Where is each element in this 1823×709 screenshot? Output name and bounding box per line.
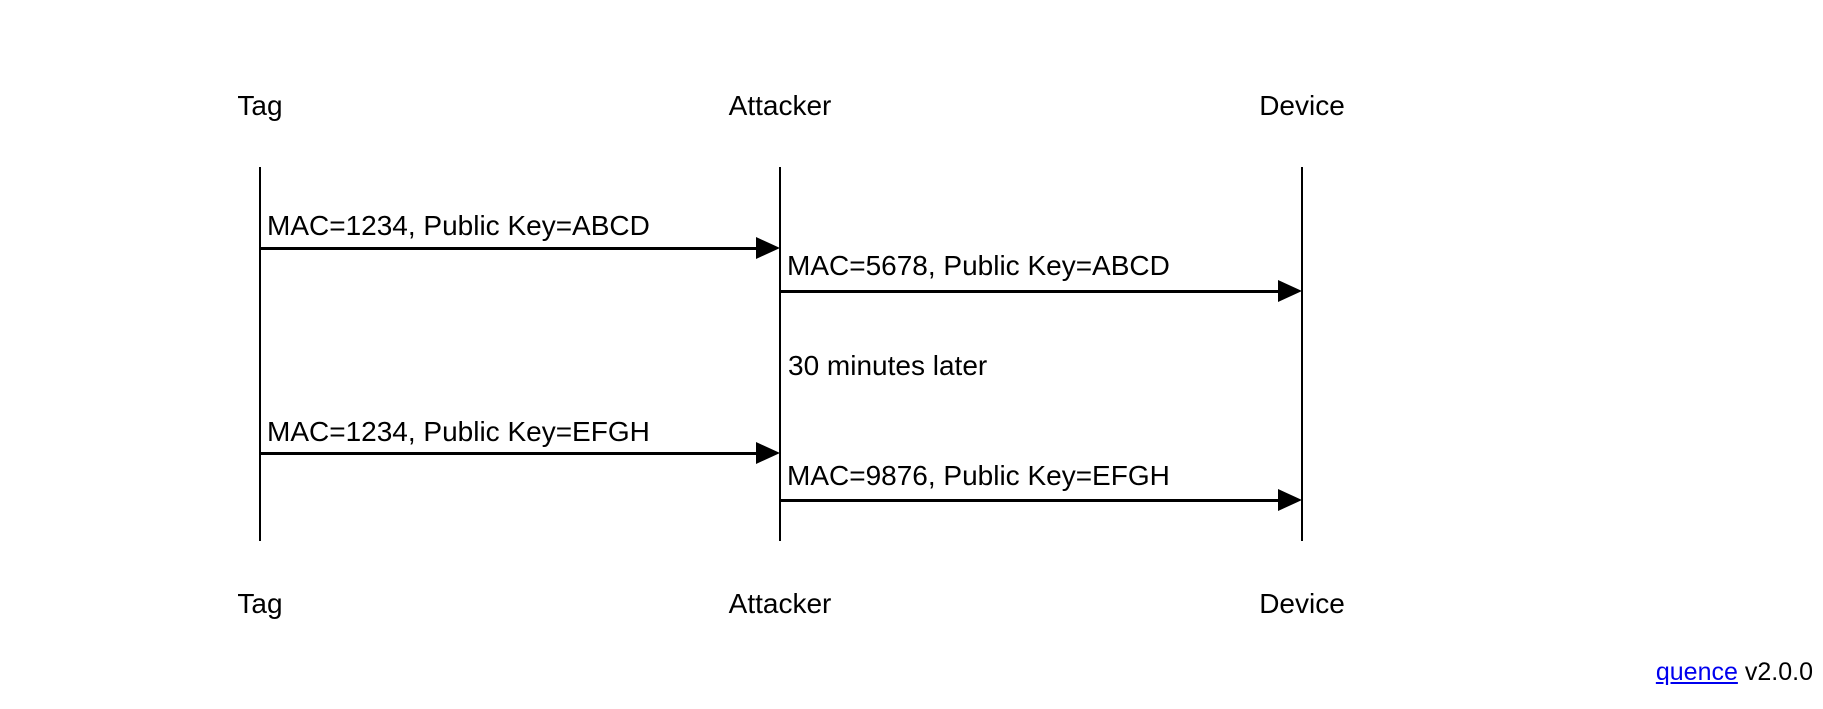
note-label: 30 minutes later xyxy=(788,350,988,381)
actor-label-tag-top: Tag xyxy=(237,90,283,121)
arrow-head-icon xyxy=(756,237,780,259)
arrow-head-icon xyxy=(1278,489,1302,511)
actor-label-device-bottom: Device xyxy=(1259,588,1345,619)
arrow-head-icon xyxy=(1278,280,1302,302)
actor-label-device-top: Device xyxy=(1259,90,1345,121)
lifeline-device xyxy=(1301,167,1303,541)
quence-link[interactable]: quence xyxy=(1655,658,1738,686)
message-label-1: MAC=1234, Public Key=ABCD xyxy=(267,210,650,241)
message-label-4: MAC=9876, Public Key=EFGH xyxy=(787,460,1170,491)
actor-label-tag-bottom: Tag xyxy=(237,588,283,619)
message-label-2: MAC=5678, Public Key=ABCD xyxy=(787,250,1170,281)
message-arrow-line-2 xyxy=(781,290,1279,293)
lifeline-attacker xyxy=(779,167,781,541)
message-arrow-line-4 xyxy=(781,499,1279,502)
actor-label-attacker-bottom: Attacker xyxy=(728,588,832,619)
lifeline-tag xyxy=(259,167,261,541)
message-label-3: MAC=1234, Public Key=EFGH xyxy=(267,416,650,447)
footer-version: v2.0.0 xyxy=(1744,658,1813,686)
actor-label-attacker-top: Attacker xyxy=(728,90,832,121)
message-arrow-line-3 xyxy=(261,452,757,455)
message-arrow-line-1 xyxy=(261,247,757,250)
arrow-head-icon xyxy=(756,442,780,464)
